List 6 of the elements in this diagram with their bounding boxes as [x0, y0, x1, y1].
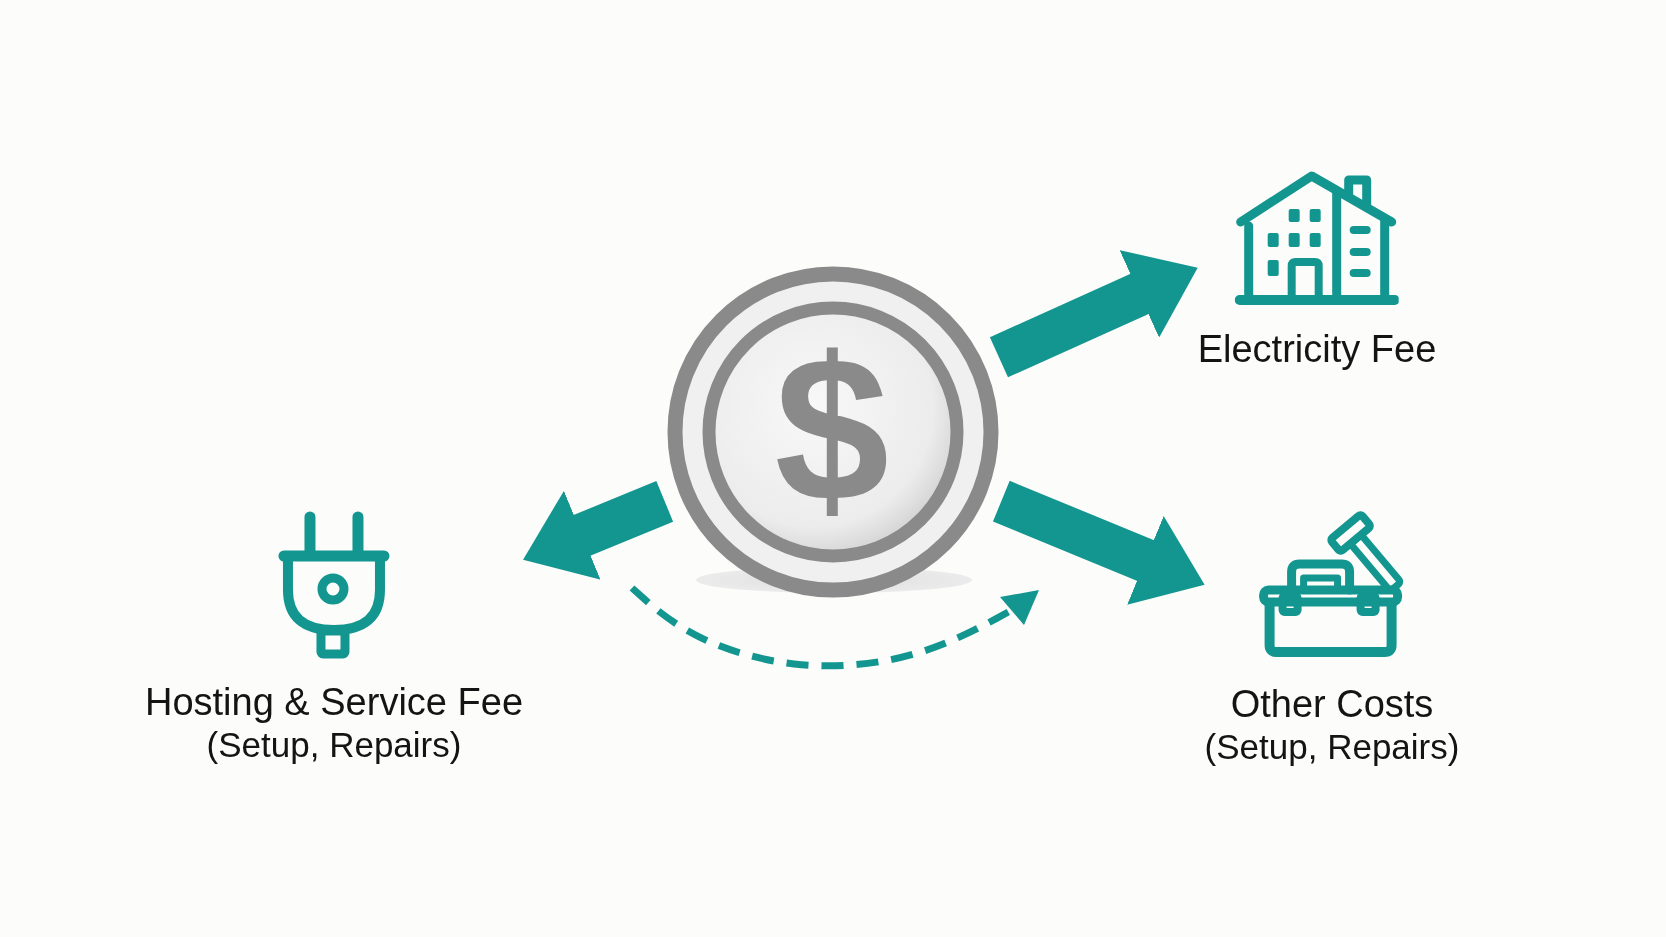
- node-title: Other Costs: [1230, 683, 1434, 727]
- node-title: Hosting & Service Fee: [144, 681, 524, 725]
- node-subtitle: (Setup, Repairs): [206, 724, 462, 765]
- currency-symbol: $: [774, 326, 890, 533]
- node-title: Electricity Fee: [1197, 328, 1437, 372]
- node-subtitle: (Setup, Repairs): [1204, 726, 1460, 767]
